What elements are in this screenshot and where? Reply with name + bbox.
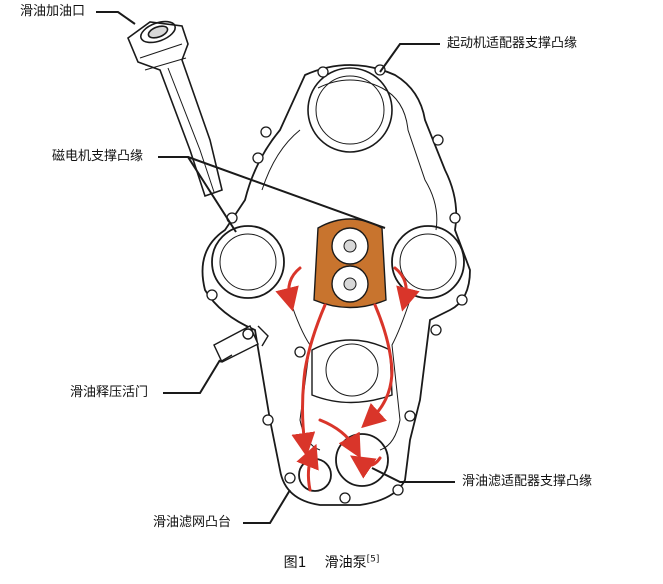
pump-housing-outline [201, 64, 471, 506]
figure-title: 滑油泵 [324, 555, 367, 571]
label-filter-adapter-boss: 滑油滤适配器支撑凸缘 [462, 474, 593, 489]
label-oil-filler: 滑油加油口 [20, 4, 86, 19]
relief-valve [213, 325, 269, 363]
figure-caption: 图1 滑油泵[5] [0, 552, 663, 572]
figure-number: 图1 [283, 555, 307, 571]
label-magneto-boss: 磁电机支撑凸缘 [52, 149, 144, 164]
oil-pump-diagram [96, 11, 471, 524]
mounting-bolts [206, 64, 468, 504]
figure-reference: [5] [366, 554, 380, 565]
label-starter-adapter-boss: 起动机适配器支撑凸缘 [447, 36, 578, 51]
pump-gears [313, 218, 387, 309]
leader-lines [96, 11, 455, 524]
label-screen-boss: 滑油滤网凸台 [153, 515, 232, 530]
oil-filler-neck [127, 20, 223, 198]
label-relief-valve: 滑油释压活门 [70, 385, 149, 400]
oil-flow-arrows [275, 266, 420, 492]
